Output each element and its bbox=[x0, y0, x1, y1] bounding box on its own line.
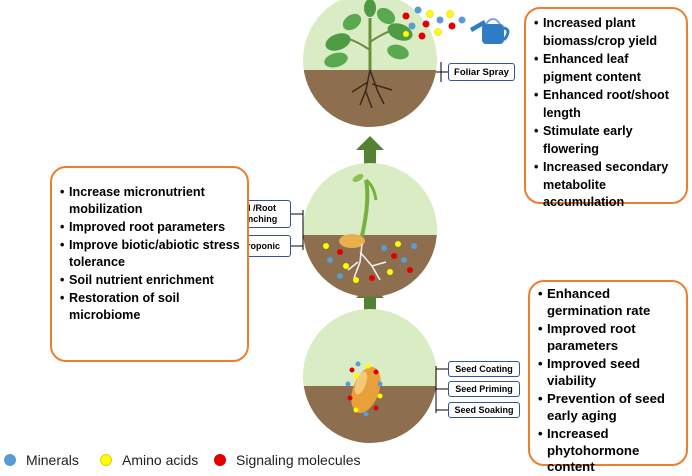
benefit-text: Enhanced leaf pigment content bbox=[543, 52, 641, 84]
benefit-item: • Stimulate early flowering bbox=[534, 123, 680, 158]
benefit-item: • Increase micronutrient mobilization bbox=[60, 184, 241, 218]
method-label-seed-priming: Seed Priming bbox=[448, 381, 520, 397]
benefit-item: • Soil nutrient enrichment bbox=[60, 272, 241, 289]
benefit-item: • Enhanced germination rate bbox=[538, 286, 680, 319]
seed-benefits-box: • Enhanced germination rate • Improved roo… bbox=[528, 280, 688, 474]
bullet: • bbox=[534, 88, 539, 102]
connector-lines bbox=[291, 62, 448, 413]
bullet: • bbox=[534, 52, 539, 66]
legend-item-amino-acids: Amino acids bbox=[100, 452, 198, 468]
bullet: • bbox=[60, 185, 65, 199]
benefit-text: Prevention of seed early aging bbox=[547, 391, 665, 423]
legend-label: Minerals bbox=[26, 452, 79, 468]
method-label-foliar-spray: Foliar Spray bbox=[448, 63, 515, 81]
legend-label: Amino acids bbox=[122, 452, 199, 468]
upward-arrow bbox=[356, 136, 384, 166]
benefit-item: • Improved root parameters bbox=[60, 219, 241, 236]
spray-droplets bbox=[402, 6, 466, 40]
bullet: • bbox=[538, 286, 543, 301]
benefit-text: Restoration of soil microbiome bbox=[69, 291, 180, 322]
benefit-text: Improve biotic/abiotic stress tolerance bbox=[69, 238, 240, 269]
bullet: • bbox=[60, 291, 65, 305]
soil-benefits-box: • Increase micronutrient mobilization • Im… bbox=[50, 166, 249, 362]
legend-swatch-signaling-molecules bbox=[214, 454, 226, 466]
benefit-text: Improved root parameters bbox=[69, 220, 226, 234]
legend: Minerals Amino acids Signaling molecules bbox=[0, 452, 692, 472]
bullet: • bbox=[538, 321, 543, 336]
benefit-text: Increased secondary metabolite accumulat… bbox=[543, 160, 669, 209]
seedling-icon bbox=[339, 174, 387, 281]
benefit-text: Enhanced germination rate bbox=[547, 286, 651, 318]
benefit-text: Improved root parameters bbox=[547, 321, 636, 353]
benefit-text: Enhanced root/shoot length bbox=[543, 88, 669, 120]
bullet: • bbox=[60, 273, 65, 287]
watering-can-icon bbox=[470, 18, 510, 44]
benefit-item: • Enhanced root/shoot length bbox=[534, 87, 680, 122]
benefit-item: • Increased plant biomass/crop yield bbox=[534, 15, 680, 50]
bullet: • bbox=[534, 160, 539, 174]
bullet: • bbox=[534, 16, 539, 30]
benefit-text: Increased phytohormone content bbox=[547, 426, 640, 474]
method-label-seed-soaking: Seed Soaking bbox=[448, 402, 520, 418]
mature-plant-icon bbox=[324, 0, 413, 109]
legend-item-signaling-molecules: Signaling molecules bbox=[214, 452, 361, 468]
legend-label: Signaling molecules bbox=[236, 452, 361, 468]
benefit-text: Improved seed viability bbox=[547, 356, 641, 388]
bullet: • bbox=[534, 124, 539, 138]
benefit-text: Stimulate early flowering bbox=[543, 124, 633, 156]
coated-seed-icon bbox=[345, 361, 383, 417]
benefit-item: • Increased secondary metabolite accumula… bbox=[534, 159, 680, 212]
benefit-item: • Improved seed viability bbox=[538, 356, 680, 389]
bullet: • bbox=[60, 220, 65, 234]
method-label-seed-coating: Seed Coating bbox=[448, 361, 520, 377]
bullet: • bbox=[538, 391, 543, 406]
soil-particles bbox=[323, 241, 417, 283]
benefit-item: • Prevention of seed early aging bbox=[538, 391, 680, 424]
benefit-text: Increase micronutrient mobilization bbox=[69, 185, 205, 216]
foliar-benefits-box: • Increased plant biomass/crop yield • Enh… bbox=[524, 7, 688, 209]
benefit-text: Increased plant biomass/crop yield bbox=[543, 16, 658, 48]
legend-swatch-amino-acids bbox=[100, 454, 112, 466]
legend-item-minerals: Minerals bbox=[4, 452, 79, 468]
benefit-text: Soil nutrient enrichment bbox=[69, 273, 214, 287]
bullet: • bbox=[538, 426, 543, 441]
benefit-item: • Improved root parameters bbox=[538, 321, 680, 354]
benefit-item: • Enhanced leaf pigment content bbox=[534, 51, 680, 86]
bullet: • bbox=[60, 238, 65, 252]
benefit-item: • Improve biotic/abiotic stress tolerance bbox=[60, 237, 241, 271]
benefit-item: • Increased phytohormone content bbox=[538, 426, 680, 476]
legend-swatch-minerals bbox=[4, 454, 16, 466]
benefit-item: • Restoration of soil microbiome bbox=[60, 290, 241, 324]
bullet: • bbox=[538, 356, 543, 371]
